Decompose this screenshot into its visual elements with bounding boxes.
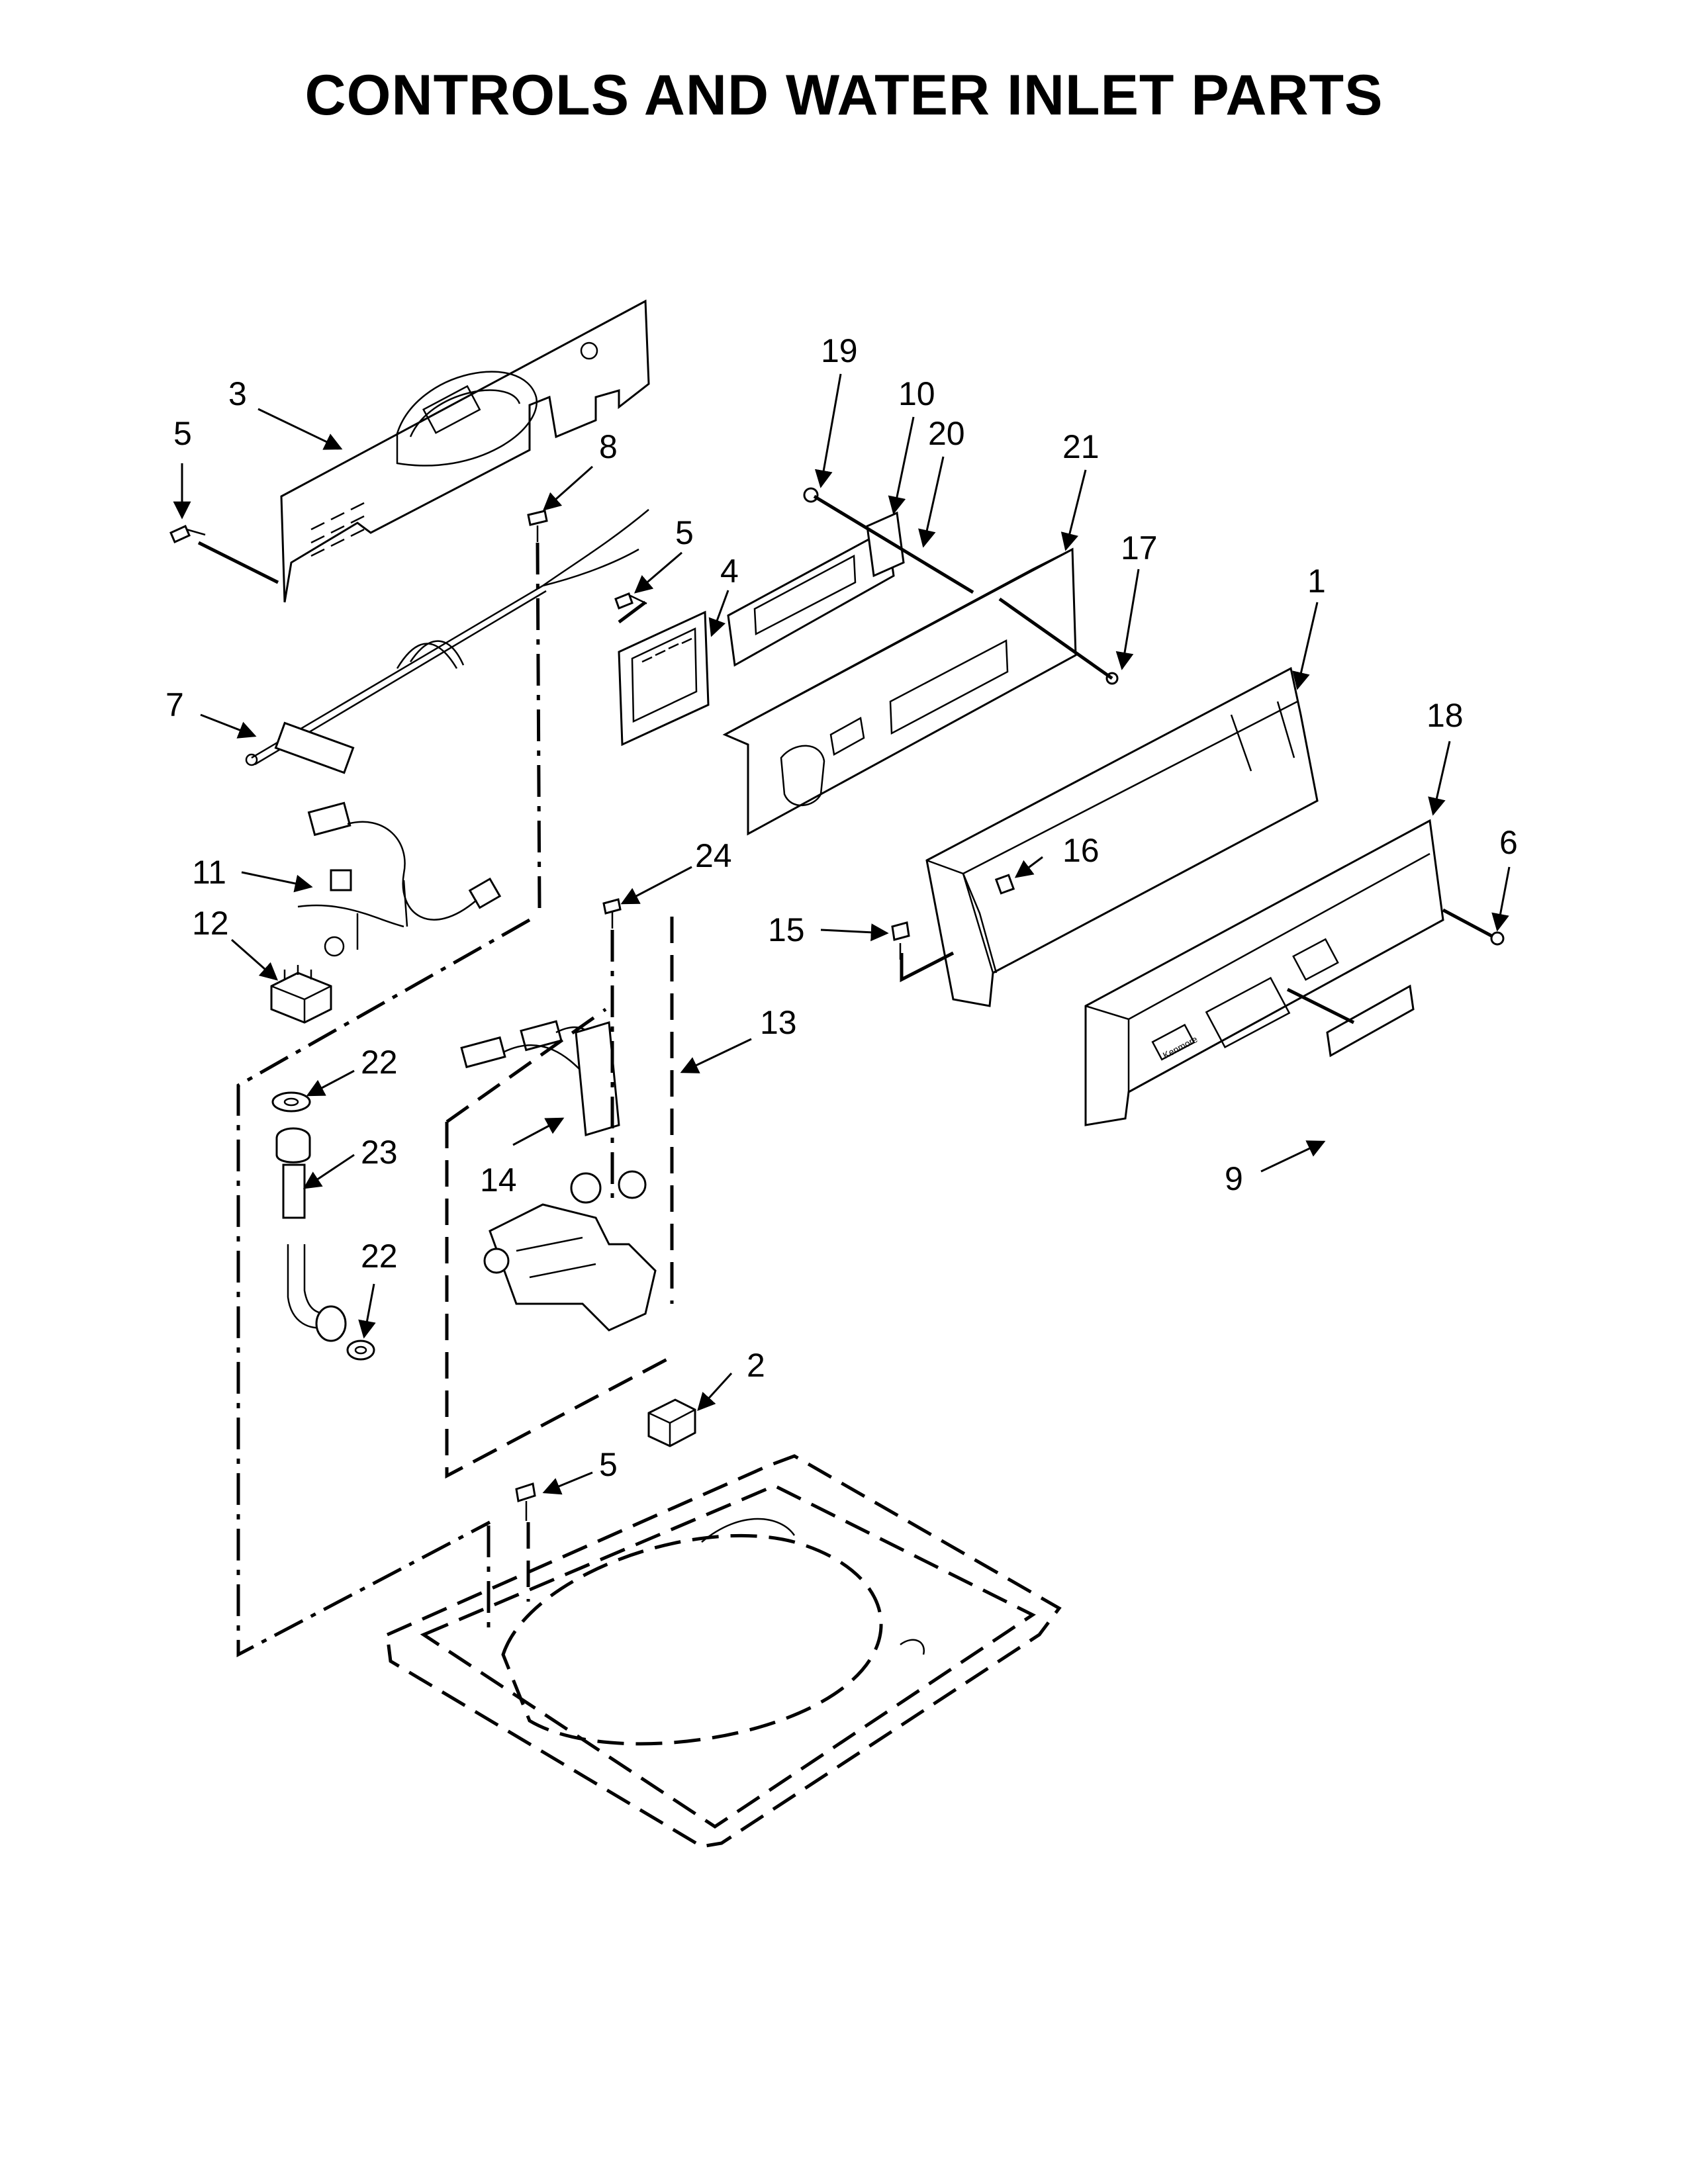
callout-22-b: 22 [361,1238,398,1275]
callout-5-b: 5 [675,514,694,551]
screw-part-8 [527,510,548,542]
callout-14: 14 [480,1161,517,1199]
screw-part-24 [602,898,622,929]
wire-harness-part-7 [245,509,649,774]
screw-part-6 [1490,931,1505,946]
callout-15: 15 [768,911,805,948]
connection-lines [197,494,1494,1658]
screw-part-15 [891,921,910,960]
console-bracket-part-21 [722,547,1077,836]
callout-5-a: 5 [173,415,192,452]
page-title: CONTROLS AND WATER INLET PARTS [305,64,1383,127]
tub-top-outline [385,1454,1062,1848]
callout-12: 12 [192,905,229,942]
callout-5-c: 5 [599,1446,618,1483]
water-valve-part-14 [460,1020,657,1332]
callout-18: 18 [1427,697,1464,734]
callout-9: 9 [1225,1160,1243,1197]
callout-labels: 3 5 8 5 4 7 11 12 19 10 20 21 17 1 18 6 … [165,332,1518,1483]
callout-22-a: 22 [361,1044,398,1081]
callout-19: 19 [821,332,858,369]
callout-11: 11 [192,854,226,891]
control-panel-part-18: Kenmore [1084,819,1444,1126]
callout-24: 24 [695,837,732,874]
screw-part-5-a [169,525,206,543]
control-board-part-3 [618,610,710,747]
display-lens-part-9 [1326,984,1415,1058]
screw-part-5-c [515,1482,536,1521]
callout-20: 20 [928,415,965,452]
callout-8: 8 [599,428,618,465]
relay-part-12 [270,965,332,1024]
leader-arrows [173,373,1511,1495]
callout-16: 16 [1062,832,1100,869]
callout-21: 21 [1062,428,1100,465]
callout-4: 3 [228,375,247,412]
inlet-hose-part-23 [271,1091,375,1361]
flow-sensor-part-2 [647,1398,696,1447]
callout-3: 4 [720,553,739,590]
screw-part-5-b [614,592,647,610]
callout-2: 2 [747,1347,765,1384]
harness-part-11 [297,801,502,957]
callout-6: 6 [1499,824,1518,861]
callout-17: 17 [1121,529,1158,567]
screw-part-19 [803,487,819,503]
callout-10: 10 [898,375,935,412]
rear-panel-part-4 [280,299,650,603]
callout-23: 23 [361,1134,398,1171]
callout-13: 13 [760,1004,797,1041]
clip-part-16 [994,874,1015,895]
callout-1: 1 [1307,563,1326,600]
callout-7: 7 [165,686,184,723]
control-board-part-10 [727,511,905,667]
